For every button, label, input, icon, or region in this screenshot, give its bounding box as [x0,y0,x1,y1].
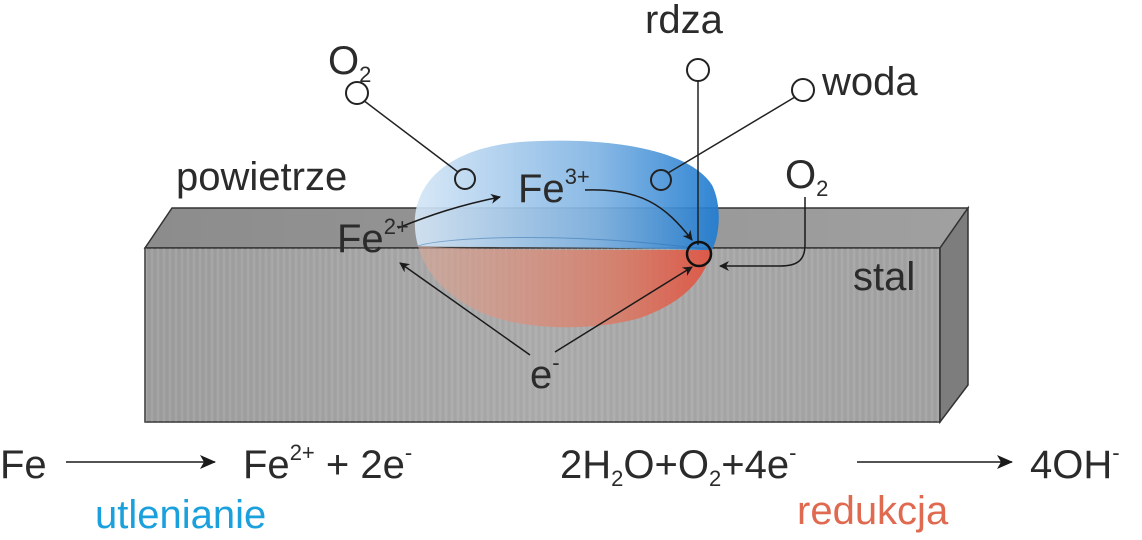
label-powietrze: powietrze [176,155,347,199]
label-o2-right: O2 [785,153,828,201]
woda-pointer [650,78,815,191]
reduction-label: redukcja [797,489,949,533]
o2-pointer [345,81,476,190]
oxidation-equation: Fe Fe2+ + 2e- utlenianie [0,440,412,537]
reduction-reactants: 2H2O+O2+4e- [560,440,796,491]
label-fe2: Fe2+ [337,214,409,261]
label-o2-top: O2 [328,39,371,87]
steel-block [143,205,970,425]
rdza-pointer [686,58,710,245]
label-electron: e- [530,350,560,397]
reduction-equation: 2H2O+O2+4e- 4OH- redukcja [560,440,1120,533]
oxidation-reactant: Fe [0,443,47,487]
oxidation-label: utlenianie [95,493,266,537]
fe3-to-site-arrow [584,189,693,241]
label-fe3: Fe3+ [518,164,590,211]
reaction-site-circle [685,240,713,268]
fe2-to-fe3-arrow [397,193,501,229]
reduction-product: 4OH- [1030,440,1120,487]
water-droplet [414,140,719,328]
o2-to-site-arrow [719,197,806,271]
electron-to-site-arrow [554,266,693,353]
label-woda: woda [821,60,918,104]
oxidation-products: Fe2+ + 2e- [243,440,412,487]
label-stal: stal [853,255,915,299]
electron-to-fe2-arrow [399,262,531,356]
label-rdza: rdza [645,0,724,42]
